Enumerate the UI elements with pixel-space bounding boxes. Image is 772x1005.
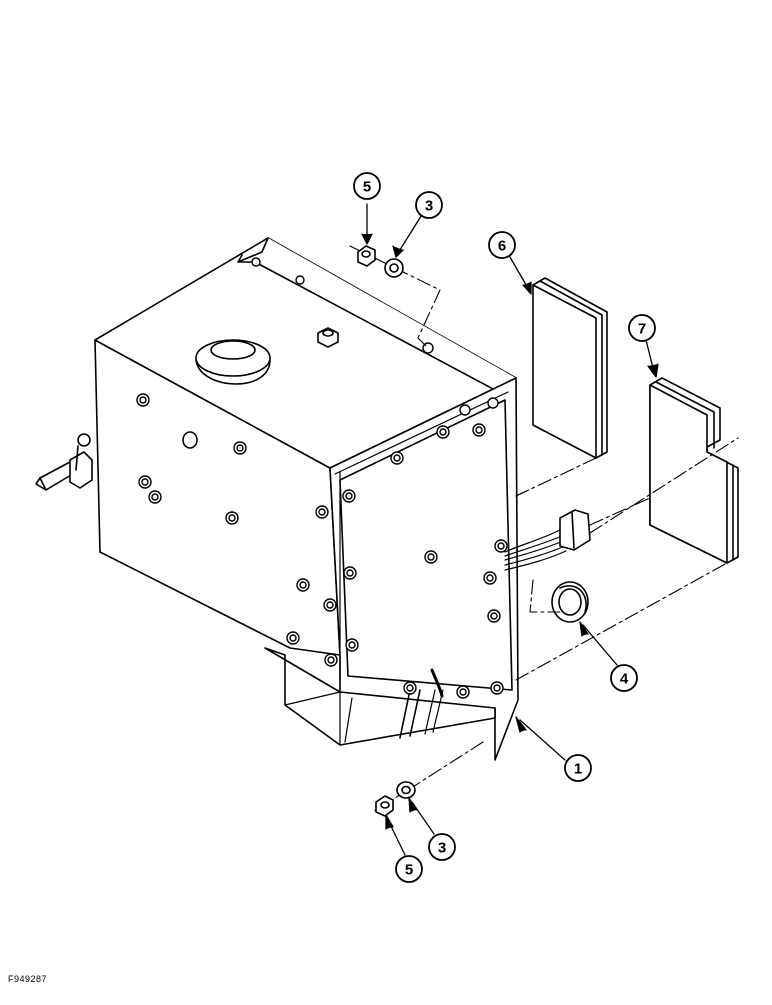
callout-4-label: 4 [620,671,629,688]
leader-lines [361,203,659,856]
callout-1: 1 [564,754,592,782]
callout-3-bottom-label: 3 [438,840,446,857]
front-cover-panel [339,399,513,691]
grommet [551,581,589,623]
pad-item-7 [649,377,739,564]
callout-5-bottom: 5 [395,855,423,883]
housing-bolts [136,257,508,699]
pad-item-6 [532,277,608,459]
latch-handle [35,433,93,491]
callout-3-bottom: 3 [428,833,456,861]
wiring-harness [504,509,591,571]
callout-6-label: 6 [498,238,506,255]
washer-bottom [396,781,416,799]
lower-hopper [264,647,496,746]
callout-7: 7 [628,314,656,342]
nut-bottom [375,795,394,817]
harness-plug [559,509,591,551]
callout-4: 4 [610,664,638,692]
callout-1-label: 1 [574,761,582,778]
figure-id-label: F949287 [8,974,48,984]
callout-6: 6 [488,231,516,259]
callout-5-top-label: 5 [363,179,371,196]
callout-5-bottom-label: 5 [405,862,413,879]
washer-top [384,258,404,278]
callout-3-top: 3 [415,191,443,219]
nut-top [357,245,376,267]
callout-3-top-label: 3 [425,198,433,215]
callout-5-top: 5 [353,172,381,200]
filler-cap [195,339,271,377]
box-housing [35,237,519,761]
callout-7-label: 7 [638,321,646,338]
